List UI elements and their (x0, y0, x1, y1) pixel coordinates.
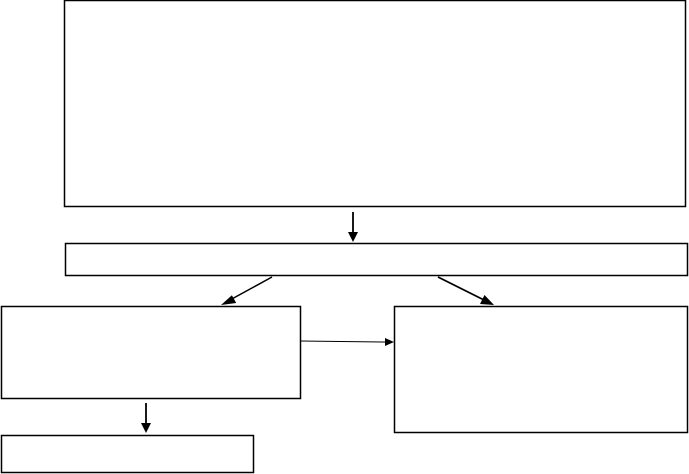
right-box (393, 305, 689, 434)
top-box (63, 0, 687, 208)
arrow-left-to-right (299, 338, 394, 346)
arrow-left-to-bottom (141, 403, 151, 433)
arrow-middle-to-left (221, 276, 273, 305)
arrow-top-to-middle (348, 212, 358, 242)
left-box (0, 305, 302, 400)
arrow-middle-to-right (437, 276, 494, 305)
middle-bar (64, 242, 689, 277)
bottom-left-box (0, 434, 255, 474)
